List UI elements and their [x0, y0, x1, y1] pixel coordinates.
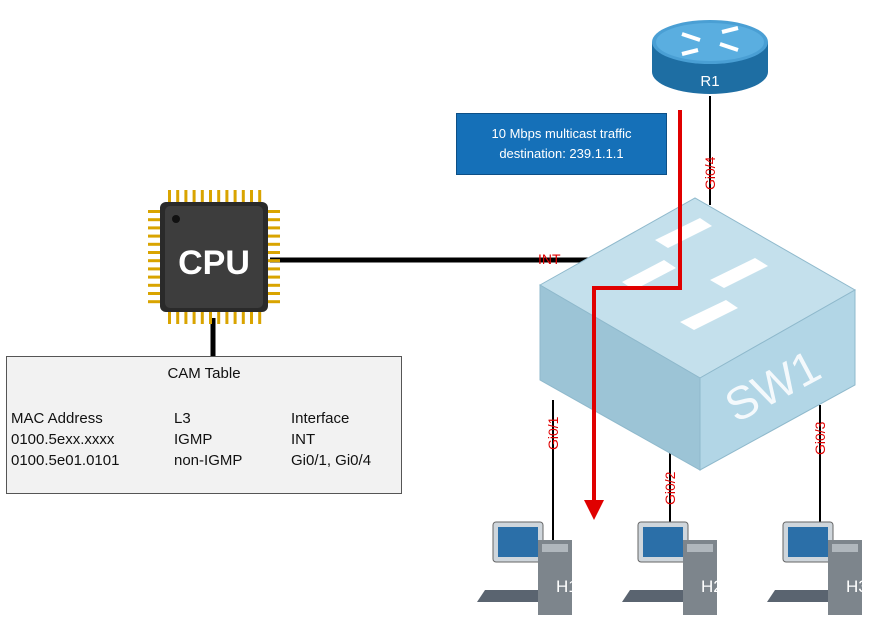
router-label: R1 [700, 73, 719, 90]
router-r1-icon [652, 20, 768, 94]
callout-line: 10 Mbps multicast traffic [491, 126, 632, 141]
interface-label-h3: Gi0/3 [812, 421, 828, 455]
host-h2-icon [622, 521, 717, 615]
host-h3-icon [767, 521, 862, 615]
cam-table: CAM Table MAC Address L3 Interface 0100.… [6, 356, 402, 494]
host-label: H1 [556, 577, 578, 596]
traffic-arrow-head [584, 500, 604, 520]
host-label: H2 [701, 577, 723, 596]
cpu-chip-icon [148, 190, 280, 324]
cam-table-cell: INT [291, 431, 316, 448]
interface-label-int: INT [538, 251, 561, 267]
interface-label-h1: Gi0/1 [545, 416, 561, 450]
multicast-traffic-path [592, 110, 682, 505]
cam-table-title: CAM Table [167, 365, 241, 382]
interface-label-r1: Gi0/4 [702, 156, 718, 190]
cam-table-grid: MAC Address L3 Interface 0100.5exx.xxxx … [11, 409, 401, 470]
cam-table-header: Interface [291, 410, 350, 427]
host-label: H3 [846, 577, 868, 596]
cam-table-cell: 0100.5exx.xxxx [11, 431, 115, 448]
multicast-traffic-callout: 10 Mbps multicast traffic destination: 2… [456, 113, 667, 175]
callout-line: destination: 239.1.1.1 [499, 146, 624, 161]
switch-sw1-icon [538, 197, 857, 471]
cam-table-header: L3 [174, 410, 191, 427]
cam-table-cell: Gi0/1, Gi0/4 [291, 452, 372, 469]
cam-table-cell: IGMP [174, 431, 213, 448]
cam-table-header: MAC Address [11, 410, 103, 427]
host-h1-icon [477, 521, 572, 615]
cpu-label: CPU [178, 244, 250, 282]
cam-table-cell: 0100.5e01.0101 [11, 452, 120, 469]
cam-table-cell: non-IGMP [174, 452, 243, 469]
interface-label-h2: Gi0/2 [662, 471, 678, 505]
